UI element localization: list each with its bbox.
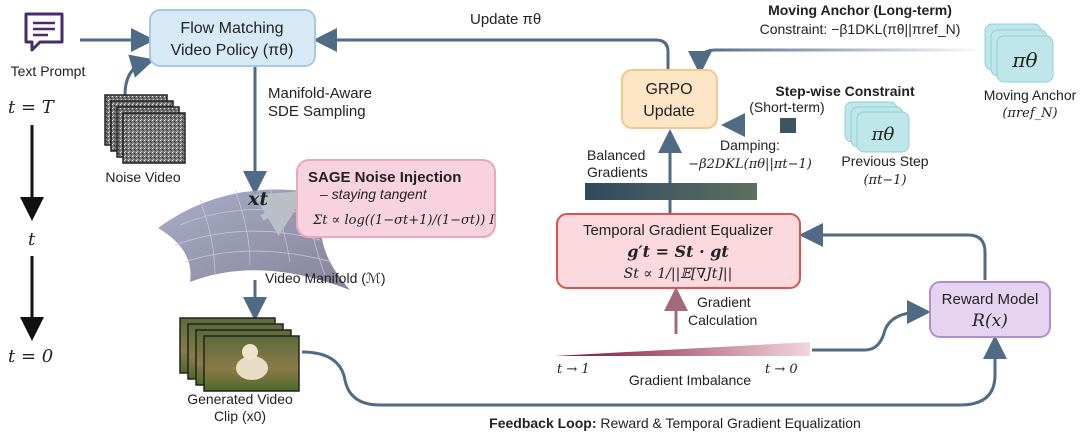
gradient-calc-label-1: Gradient <box>697 294 751 310</box>
balanced-gradients-bar <box>585 183 757 200</box>
reward-formula: R(x) <box>971 311 1008 331</box>
step-subtitle: (Short-term) <box>749 99 824 115</box>
step-title: Step-wise Constraint <box>775 83 915 99</box>
text-prompt-label: Text Prompt <box>11 63 86 79</box>
moving-anchor-policy: πθ <box>1011 48 1037 72</box>
previous-step-stack <box>844 101 910 153</box>
manifold-label: Video Manifold (ℳ) <box>265 270 386 286</box>
tangent-noise-arrow <box>253 190 308 237</box>
balanced-label-2: Gradients <box>587 164 648 180</box>
timeline-end: t = 0 <box>8 346 53 367</box>
policy-box <box>149 9 316 67</box>
imbalance-left-label: t → 1 <box>557 362 590 377</box>
generated-video-stack <box>179 317 300 392</box>
reward-title: Reward Model <box>942 291 1039 308</box>
equalizer-formula-2: St ∝ 1/||𝔼[∇Jt]|| <box>624 266 733 282</box>
previous-step-policy: πθ <box>871 124 895 145</box>
grpo-box <box>621 69 718 129</box>
equalizer-title: Temporal Gradient Equalizer <box>583 222 773 239</box>
reward-model-box <box>929 281 1051 338</box>
sage-formula: Σt ∝ log((1−σt+1)/(1−σt)) I <box>312 213 495 228</box>
previous-step-symbol: (πt−1) <box>863 173 906 188</box>
gradient-calc-label-2: Calculation <box>688 312 757 328</box>
damping-block <box>780 118 796 133</box>
noise-video-label: Noise Video <box>105 169 180 185</box>
moving-anchor-symbol: (πref_N) <box>1002 106 1057 121</box>
sampling-label-1: Manifold-Aware <box>268 85 372 102</box>
noise-to-policy-arrow <box>123 54 155 96</box>
moving-anchor-label: Moving Anchor <box>984 87 1077 103</box>
imbalance-right-label: t → 0 <box>765 362 798 377</box>
generated-label-2: Clip (x0) <box>214 408 266 424</box>
balanced-label-1: Balanced <box>587 147 645 163</box>
damping-formula: −β2DKL(πθ||πt−1) <box>688 157 812 172</box>
timeline-start: t = T <box>8 97 56 118</box>
sage-box <box>296 159 496 238</box>
damping-label: Damping: <box>720 137 780 153</box>
moving-anchor-constraint: Constraint: −β1DKL(πθ||πref_N) <box>760 21 961 37</box>
timeline-mid: t <box>28 229 36 250</box>
noise-video-stack <box>104 94 186 164</box>
sampling-label-2: SDE Sampling <box>268 103 366 120</box>
grpo-title: GRPO <box>645 81 692 98</box>
equalizer-box <box>556 213 801 289</box>
reward-to-equalizer-arrow <box>799 223 987 280</box>
update-label: Update πθ <box>470 11 541 28</box>
update-policy-arrow <box>313 28 670 70</box>
equalizer-formula-1: g′t = St · gt <box>627 242 729 261</box>
moving-anchor-stack <box>984 23 1054 83</box>
chat-bubble-icon <box>24 12 64 52</box>
feedback-rest: Reward & Temporal Gradient Equalization <box>597 415 861 431</box>
policy-title: Flow Matching <box>180 20 283 37</box>
imbalance-label: Gradient Imbalance <box>629 372 751 388</box>
grpo-subtitle: Update <box>643 103 695 120</box>
gradient-imbalance-wedge <box>555 342 810 356</box>
feedback-bold: Feedback Loop: <box>489 415 596 431</box>
generated-label-1: Generated Video <box>187 391 293 407</box>
feedback-loop-label: Feedback Loop: Reward & Temporal Gradien… <box>489 415 861 431</box>
previous-step-label: Previous Step <box>841 153 928 169</box>
moving-anchor-line <box>698 48 985 65</box>
sage-subtitle: – staying tangent <box>319 186 428 202</box>
moving-anchor-title: Moving Anchor (Long-term) <box>768 2 952 18</box>
xt-label: xt <box>247 188 268 210</box>
sage-title: SAGE Noise Injection <box>308 169 461 186</box>
policy-subtitle: Video Policy (πθ) <box>171 42 294 59</box>
imbalance-to-reward-arrow <box>812 300 931 352</box>
feedback-loop-arrow <box>301 335 1007 407</box>
